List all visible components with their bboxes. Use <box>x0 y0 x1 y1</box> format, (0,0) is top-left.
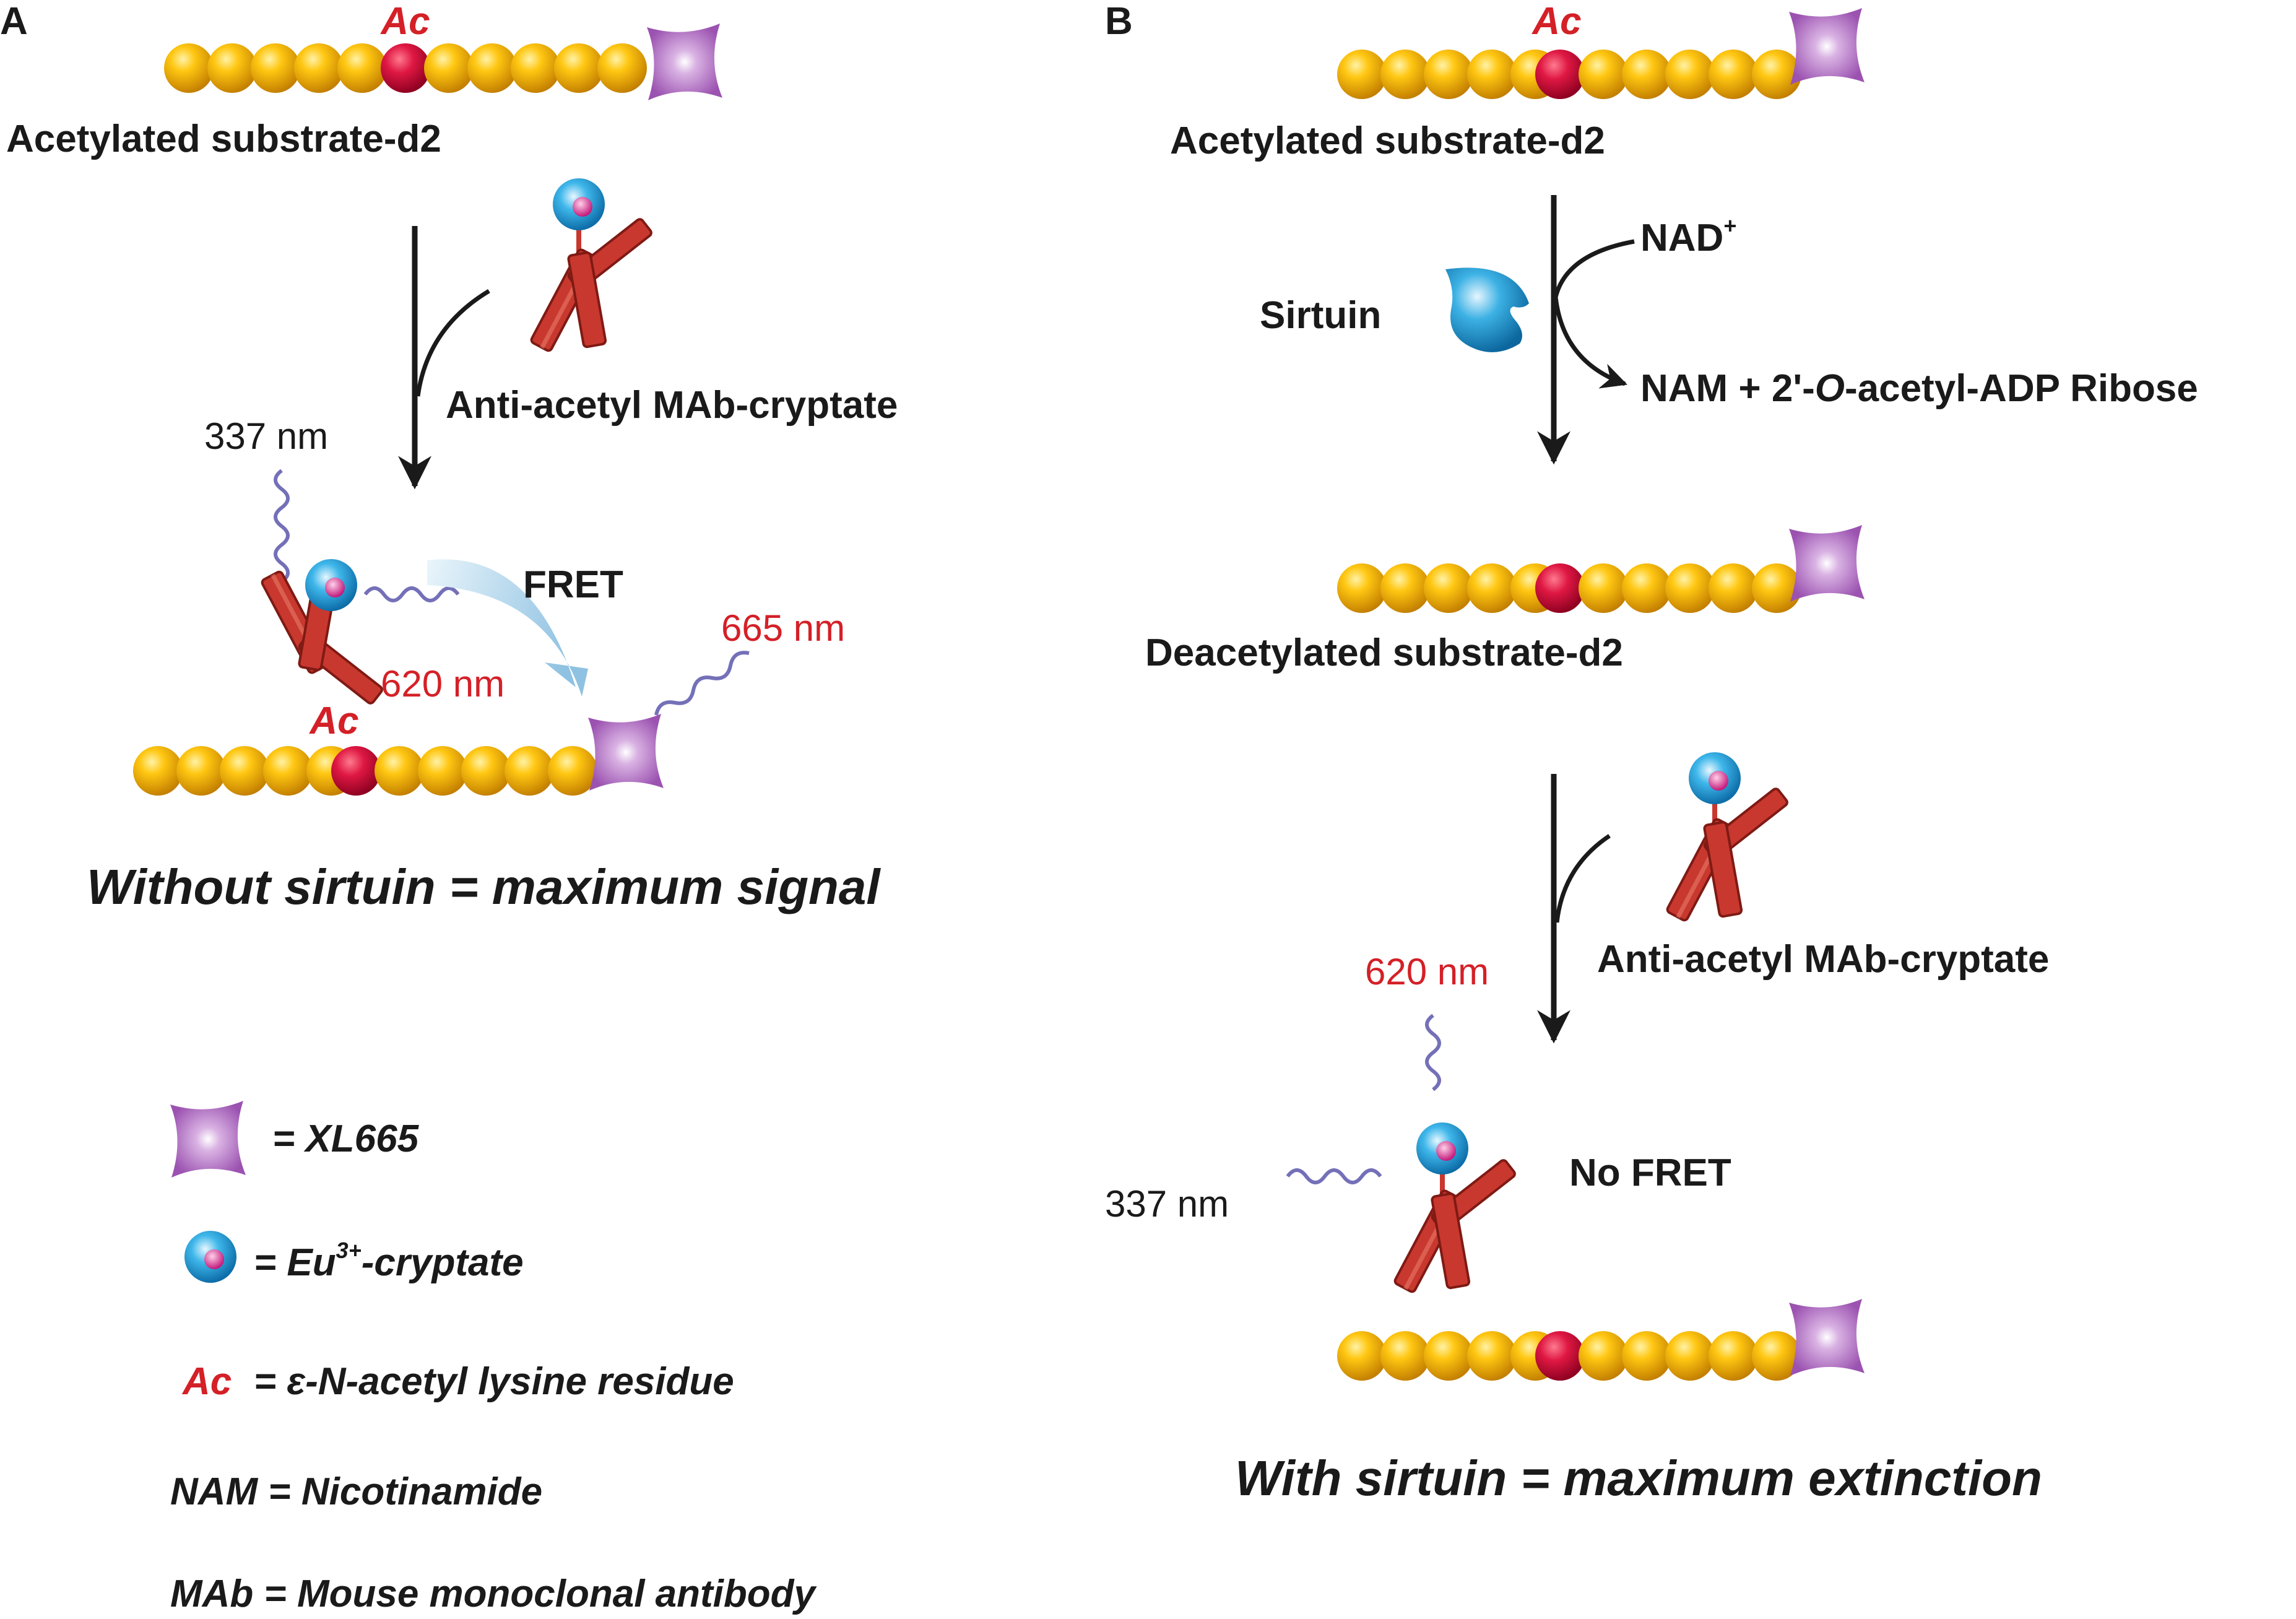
ac-tag-b: Ac <box>1531 0 1581 43</box>
acetylated-substrate-label-a: Acetylated substrate-d2 <box>6 118 441 160</box>
legend-ac-def: = ε-N-acetyl lysine residue <box>254 1360 734 1403</box>
sirtuin-enzyme-icon <box>1445 267 1529 352</box>
antibody-label-a: Anti-acetyl MAb-cryptate <box>446 384 898 427</box>
fret-arrow <box>427 559 588 697</box>
excitation-337-label-a: 337 nm <box>204 415 328 457</box>
emission-665-label: 665 nm <box>721 607 845 649</box>
sirtuin-label: Sirtuin <box>1260 294 1381 337</box>
antibody-cryptate-free <box>1392 1122 1518 1295</box>
ac-tag-a: Ac <box>379 0 430 43</box>
xl665-acceptor-icon <box>1789 525 1865 602</box>
acetylated-substrate-a <box>164 43 647 93</box>
emission-620-label-a: 620 nm <box>381 663 505 705</box>
xl665-acceptor-icon <box>1789 8 1865 85</box>
legend-cryptate: = Eu3+-cryptate <box>254 1238 524 1284</box>
panel-b-letter: B <box>1105 0 1133 43</box>
antibody-addition-curve <box>415 289 490 397</box>
antibody-label-b: Anti-acetyl MAb-cryptate <box>1597 938 2049 981</box>
result-label-b: With sirtuin = maximum extinction <box>1235 1451 2042 1506</box>
ac-tag-complex: Ac <box>308 700 358 742</box>
deacetylated-substrate <box>1337 563 1801 613</box>
donor-photon-a <box>363 586 460 602</box>
xl665-acceptor-icon <box>1789 1299 1865 1376</box>
panel-a: A Ac Acetylated substrate-d2 Anti-acetyl… <box>0 0 898 914</box>
anti-acetyl-mab-cryptate-icon <box>1665 752 1790 923</box>
legend-cryptate-icon <box>184 1231 236 1283</box>
nad-curve <box>1553 239 1635 389</box>
xl665-acceptor-icon <box>647 24 722 100</box>
nad-label: NAD+ <box>1640 213 1736 259</box>
antibody-addition-curve-b <box>1554 834 1611 923</box>
products-label: NAM + 2'-O-acetyl-ADP Ribose <box>1640 367 2198 410</box>
emission-620-label-b: 620 nm <box>1365 951 1489 992</box>
acetylated-substrate-label-b: Acetylated substrate-d2 <box>1170 119 1605 162</box>
acetylated-substrate-b <box>1337 50 1801 99</box>
result-label-a: Without sirtuin = maximum signal <box>87 859 881 914</box>
legend-ac-key: Ac <box>181 1360 232 1403</box>
panel-b: B Ac Acetylated substrate-d2 NAD+ Sirtui… <box>1105 0 2198 1506</box>
legend-xl665-icon <box>170 1101 246 1178</box>
donor-photon-b <box>1425 1014 1441 1092</box>
bound-substrate-a <box>133 746 597 796</box>
xl665-acceptor-icon <box>588 714 664 791</box>
acetyl-lysine-bead <box>381 43 430 93</box>
panel-a-letter: A <box>0 0 28 43</box>
legend-xl665: = XL665 <box>272 1118 420 1160</box>
anti-acetyl-mab-cryptate-icon <box>529 178 654 354</box>
fret-label: FRET <box>523 563 623 606</box>
legend-mab: MAb = Mouse monoclonal antibody <box>170 1573 818 1615</box>
acceptor-photon <box>654 651 750 716</box>
legend: = XL665 = Eu3+-cryptate Ac = ε-N-acetyl … <box>170 1101 818 1615</box>
antibody-cryptate-complex-a <box>259 559 385 706</box>
excitation-photon-a <box>274 469 290 584</box>
excitation-photon-b <box>1286 1168 1382 1184</box>
deacetylated-substrate-label: Deacetylated substrate-d2 <box>1145 632 1623 674</box>
unbound-substrate-b <box>1337 1331 1801 1381</box>
excitation-337-label-b: 337 nm <box>1105 1183 1229 1225</box>
no-fret-label: No FRET <box>1569 1152 1731 1194</box>
legend-nam: NAM = Nicotinamide <box>170 1470 542 1513</box>
